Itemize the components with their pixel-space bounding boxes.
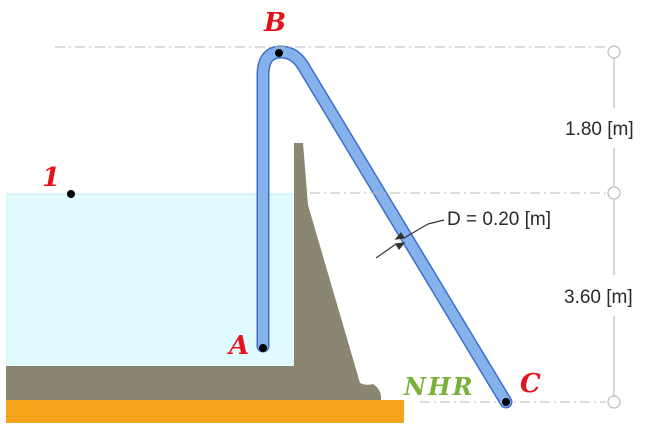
point-b-label: B [263, 8, 286, 38]
dimension-marker-top [607, 45, 621, 59]
point-1-marker [67, 190, 75, 198]
diameter-arrow-inner [395, 242, 406, 251]
point-a-marker [259, 344, 267, 352]
dimension-marker-mid [607, 186, 621, 200]
diameter-label: D = 0.20 [m] [447, 209, 551, 230]
point-a-label: A [226, 331, 249, 361]
diameter-arrow-outer [394, 231, 405, 240]
point-b-marker [275, 49, 283, 57]
dimension-marker-bottom [607, 395, 621, 409]
reservoir-water [6, 194, 304, 366]
point-1-label: 1 [42, 163, 60, 193]
dam [6, 143, 382, 400]
reference-lines [55, 46, 606, 403]
dimension-lower-label: 3.60 [m] [564, 287, 633, 308]
point-c-marker [502, 398, 510, 406]
point-c-label: C [520, 369, 541, 399]
datum-label-nhr: NHR [403, 372, 475, 401]
ground-strip [6, 400, 404, 423]
dimension-line [607, 45, 621, 409]
diameter-callout [375, 219, 445, 259]
dimension-upper-label: 1.80 [m] [565, 119, 634, 140]
